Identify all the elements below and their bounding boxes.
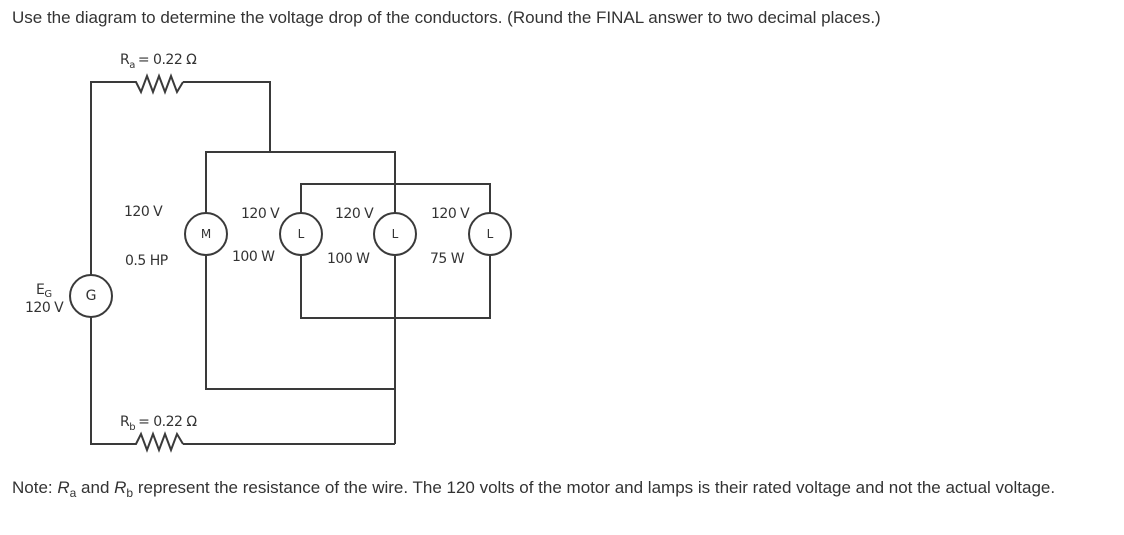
wire-bottom-left [90,317,130,445]
note-and: and [76,478,115,497]
lamp-voltage: 120 V [431,206,470,222]
generator-voltage: 120 V [25,300,64,316]
resistor-a-zigzag [130,73,184,95]
wire-top-right [183,81,271,152]
wire-top-left [90,81,130,275]
motor-rating: 0.5 HP [125,253,168,269]
lamp-letter: L [487,227,494,241]
lamp-voltage: 120 V [335,206,374,222]
lamp-2: L 120 V 100 W [327,206,417,267]
note-text: Note: Ra and Rb represent the resistance… [12,478,1056,500]
lamp-power: 100 W [327,251,370,267]
motor-voltage: 120 V [124,204,163,220]
generator-symbol [69,274,113,318]
motor: M 120 V 0.5 HP [124,204,228,269]
note-rb-sub: b [126,486,134,500]
note-rb-symbol: R [114,478,127,497]
lamp-letter: L [392,227,399,241]
resistor-b-zigzag [130,431,184,453]
resistor-b-label: Rb= 0.22 Ω [120,414,197,433]
note-prefix: Note: [12,478,58,497]
lamp-voltage: 120 V [241,206,280,222]
resistor-a-label: Ra= 0.22 Ω [120,52,197,71]
generator-letter: G [86,288,97,304]
motor-symbol [184,212,228,256]
note-ra-sub: a [69,486,77,500]
generator: G EG 120 V [25,274,113,318]
lamp-symbol [373,212,417,256]
question-text: Use the diagram to determine the voltage… [12,8,881,27]
note-ra-symbol: R [57,478,70,497]
lamp-symbol [468,212,512,256]
generator-emf-label: EG [36,282,52,300]
lamp-symbol [279,212,323,256]
lamp-1: L 120 V 100 W [232,206,323,265]
wires [90,73,491,453]
wire-motor-bottom [205,256,395,390]
lamp-letter: L [298,227,305,241]
lamp-power: 75 W [430,251,465,267]
motor-letter: M [201,227,211,241]
note-suffix: represent the resistance of the wire. Th… [133,478,1056,497]
lamp-power: 100 W [232,249,275,265]
lamp-3: L 120 V 75 W [430,206,512,267]
